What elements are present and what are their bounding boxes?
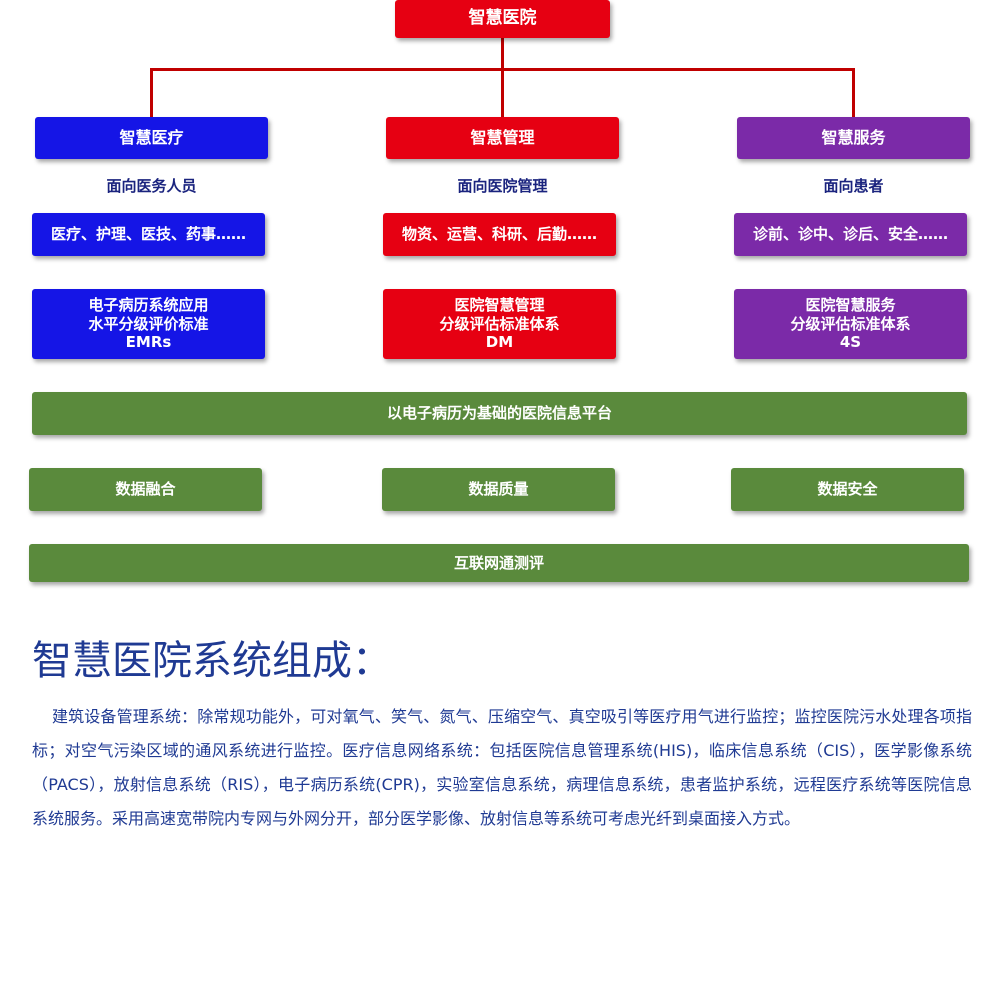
pillar-data-security: 数据安全: [731, 468, 964, 511]
section-title: 智慧医院系统组成：: [32, 638, 392, 684]
standard-4s-line-3: 4S: [839, 333, 862, 352]
root-node: 智慧医院: [395, 0, 610, 38]
standard-emrs: 电子病历系统应用 水平分级评价标准 EMRs: [32, 289, 265, 359]
scope-management: 物资、运营、科研、后勤……: [383, 213, 616, 256]
pillar-data-fusion: 数据融合: [29, 468, 262, 511]
standard-emrs-line-3: EMRs: [125, 333, 172, 352]
subtitle-medical-staff: 面向医务人员: [106, 177, 197, 195]
platform-bar: 以电子病历为基础的医院信息平台: [32, 392, 967, 435]
section-body: 建筑设备管理系统：除常规功能外，可对氧气、笑气、氮气、压缩空气、真空吸引等医疗用…: [32, 707, 972, 828]
scope-medical: 医疗、护理、医技、药事……: [32, 213, 265, 256]
scope-service: 诊前、诊中、诊后、安全……: [734, 213, 967, 256]
standard-dm-line-1: 医院智慧管理: [454, 295, 545, 314]
standard-dm-line-3: DM: [485, 333, 514, 352]
standard-emrs-line-1: 电子病历系统应用: [88, 295, 209, 314]
subtitle-patients: 面向患者: [823, 177, 884, 195]
subtitle-hospital-management: 面向医院管理: [457, 177, 548, 195]
header-smart-medical: 智慧医疗: [35, 117, 268, 159]
connector-right-down: [852, 68, 855, 118]
header-smart-service: 智慧服务: [737, 117, 970, 159]
pillar-data-quality: 数据质量: [382, 468, 615, 511]
standard-emrs-line-2: 水平分级评价标准: [88, 314, 209, 333]
connector-root-down: [501, 38, 504, 70]
standard-4s-line-1: 医院智慧服务: [805, 295, 896, 314]
standard-dm-line-2: 分级评估标准体系: [439, 314, 560, 333]
connector-left-down: [150, 68, 153, 118]
standard-4s-line-2: 分级评估标准体系: [790, 314, 911, 333]
standard-4s: 医院智慧服务 分级评估标准体系 4S: [734, 289, 967, 359]
foundation-bar: 互联网通测评: [29, 544, 969, 582]
standard-dm: 医院智慧管理 分级评估标准体系 DM: [383, 289, 616, 359]
header-smart-management: 智慧管理: [386, 117, 619, 159]
connector-center-down: [501, 68, 504, 118]
